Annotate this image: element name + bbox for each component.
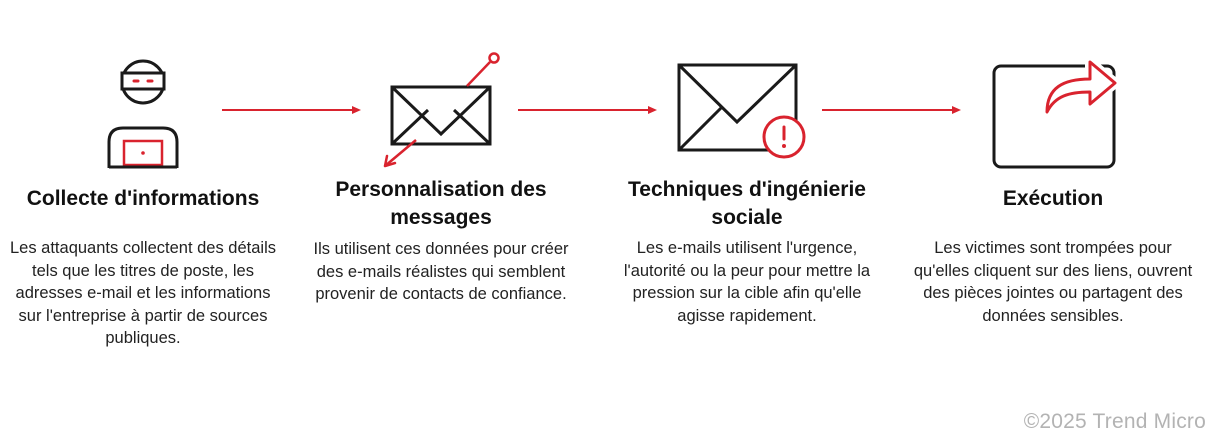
flow-arrow-icon <box>518 106 657 114</box>
share-out-icon <box>903 0 1203 169</box>
step-title: Techniques d'ingénierie sociale <box>628 178 866 229</box>
flow-arrow-icon <box>222 106 361 114</box>
step-execution: Exécution Les victimes sont trompées pou… <box>903 0 1203 380</box>
step-title: Collecte d'informations <box>26 187 260 210</box>
step-title: Exécution <box>1002 187 1104 210</box>
flow-arrow-icon <box>822 106 961 114</box>
step-personnalisation: Personnalisation des messages Ils utilis… <box>291 0 591 380</box>
step-ingenierie-sociale: Techniques d'ingénierie sociale Les e-ma… <box>597 0 897 380</box>
step-description: Ils utilisent ces données pour créer des… <box>313 240 569 303</box>
copyright-text: ©2025 Trend Micro <box>1023 410 1206 433</box>
step-description: Les e-mails utilisent l'urgence, l'autor… <box>623 239 871 325</box>
step-description: Les victimes sont trompées pour qu'elles… <box>913 239 1193 325</box>
envelope-alert-icon <box>597 0 897 159</box>
step-collecte: Collecte d'informations Les attaquants c… <box>0 0 293 380</box>
hacker-at-laptop-icon <box>0 0 293 169</box>
targeted-envelope-icon <box>291 0 591 168</box>
step-description: Les attaquants collectent des détails te… <box>9 239 276 347</box>
step-title: Personnalisation des messages <box>335 178 547 229</box>
